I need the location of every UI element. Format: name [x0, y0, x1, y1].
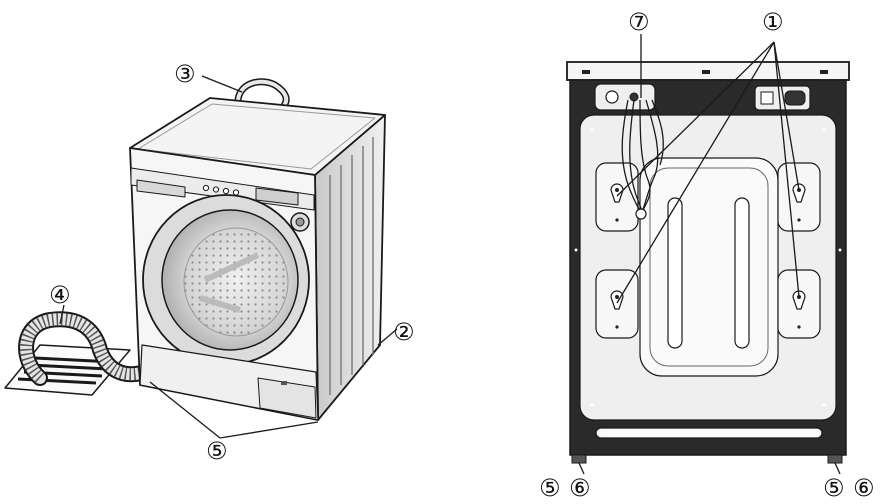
- callout-5-left: ⑤: [206, 437, 228, 465]
- callout-leaders-left: [59, 75, 398, 439]
- washer-rear-view: [566, 61, 850, 464]
- callout-2: ②: [393, 318, 415, 346]
- rear-slot-left: [667, 197, 683, 349]
- drain-hose: [18, 311, 153, 386]
- callout-6-rear-left: ⑥: [569, 474, 591, 502]
- callout-4: ④: [49, 281, 71, 309]
- rear-bottom-bar: [595, 427, 823, 439]
- callout-5-rear-right: ⑤: [823, 474, 845, 502]
- callout-leaders-right: [578, 34, 841, 475]
- callout-7: ⑦: [628, 8, 650, 36]
- rear-foot-left: [571, 454, 587, 464]
- callout-5-rear-left: ⑤: [539, 474, 561, 502]
- inlet-valve-box: [594, 83, 656, 111]
- callout-6-rear-right: ⑥: [853, 474, 875, 502]
- panel-buttons: [202, 184, 240, 196]
- rear-slot-right: [734, 197, 750, 349]
- rear-foot-right: [827, 454, 843, 464]
- detergent-drawer: [136, 179, 186, 198]
- display-window: [255, 187, 299, 206]
- callout-3: ③: [174, 60, 196, 88]
- washer-front-view: [4, 78, 386, 421]
- filter-cover: [257, 377, 317, 419]
- side-ribs: [329, 137, 374, 395]
- drum-holes: [183, 227, 289, 337]
- callout-1: ①: [762, 8, 784, 36]
